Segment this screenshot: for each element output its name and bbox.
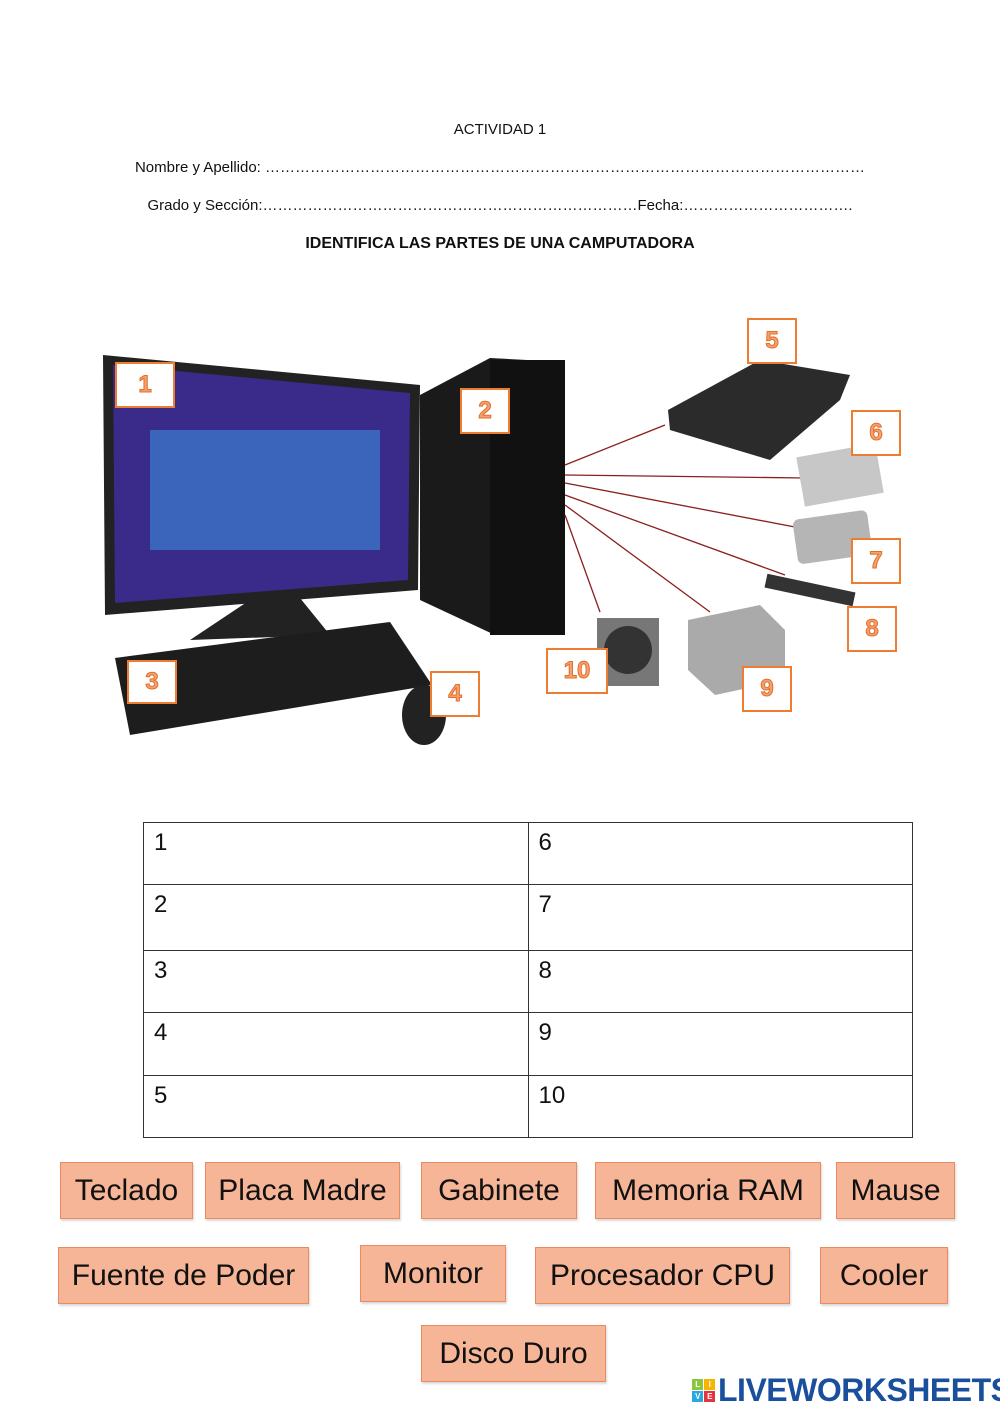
marker-10: 10: [546, 648, 608, 694]
marker-3: 3: [127, 660, 177, 704]
activity-title: ACTIVIDAD 1: [453, 121, 547, 138]
answer-cell-4[interactable]: 4: [143, 1012, 529, 1076]
marker-7: 7: [851, 538, 901, 584]
word-tile-cooler[interactable]: Cooler: [820, 1247, 948, 1304]
marker-5: 5: [747, 318, 797, 364]
answer-cell-2[interactable]: 2: [143, 884, 529, 951]
marker-6: 6: [851, 410, 901, 456]
monitor-image: [103, 355, 420, 640]
word-tile-mause[interactable]: Mause: [836, 1162, 955, 1219]
liveworksheets-logo: L I V E LIVEWORKSHEETS: [692, 1372, 1000, 1409]
answer-cell-9[interactable]: 9: [527, 1012, 913, 1076]
processor-image: [796, 443, 884, 507]
logo-letter: E: [704, 1391, 715, 1402]
word-tile-disco-duro[interactable]: Disco Duro: [421, 1325, 606, 1382]
answer-cell-6[interactable]: 6: [527, 822, 913, 885]
answer-cell-8[interactable]: 8: [527, 950, 913, 1013]
logo-letter: I: [704, 1379, 715, 1390]
marker-1: 1: [115, 362, 175, 408]
marker-9: 9: [742, 666, 792, 712]
answer-cell-3[interactable]: 3: [143, 950, 529, 1013]
answer-cell-7[interactable]: 7: [527, 884, 913, 951]
word-tile-placa-madre[interactable]: Placa Madre: [205, 1162, 400, 1219]
marker-2: 2: [460, 388, 510, 434]
answer-cell-1[interactable]: 1: [143, 822, 529, 885]
logo-text: LIVEWORKSHEETS: [718, 1372, 1000, 1408]
answer-cell-10[interactable]: 10: [527, 1075, 913, 1138]
ram-image: [764, 573, 856, 607]
grade-date-line: Grado y Sección:…………………………………………………………………: [147, 197, 853, 214]
marker-8: 8: [847, 606, 897, 652]
word-tile-teclado[interactable]: Teclado: [60, 1162, 193, 1219]
answer-cell-5[interactable]: 5: [143, 1075, 529, 1138]
word-tile-fuente-de-poder[interactable]: Fuente de Poder: [58, 1247, 309, 1304]
tower-image: [420, 358, 565, 635]
word-tile-memoria-ram[interactable]: Memoria RAM: [595, 1162, 821, 1219]
word-tile-monitor[interactable]: Monitor: [360, 1245, 506, 1302]
worksheet-title: IDENTIFICA LAS PARTES DE UNA CAMPUTADORA: [305, 235, 695, 252]
logo-letter: L: [692, 1379, 703, 1390]
word-tile-procesador-cpu[interactable]: Procesador CPU: [535, 1247, 790, 1304]
connector-arrows: [564, 424, 806, 613]
logo-letter: V: [692, 1391, 703, 1402]
word-tile-gabinete[interactable]: Gabinete: [421, 1162, 577, 1219]
motherboard-image: [668, 360, 850, 460]
name-line: Nombre y Apellido: …………………………………………………………: [134, 159, 866, 176]
logo-icon: L I V E: [692, 1379, 715, 1402]
marker-4: 4: [430, 671, 480, 717]
keyboard-image: [115, 622, 432, 735]
computer-illustration: [103, 355, 884, 745]
